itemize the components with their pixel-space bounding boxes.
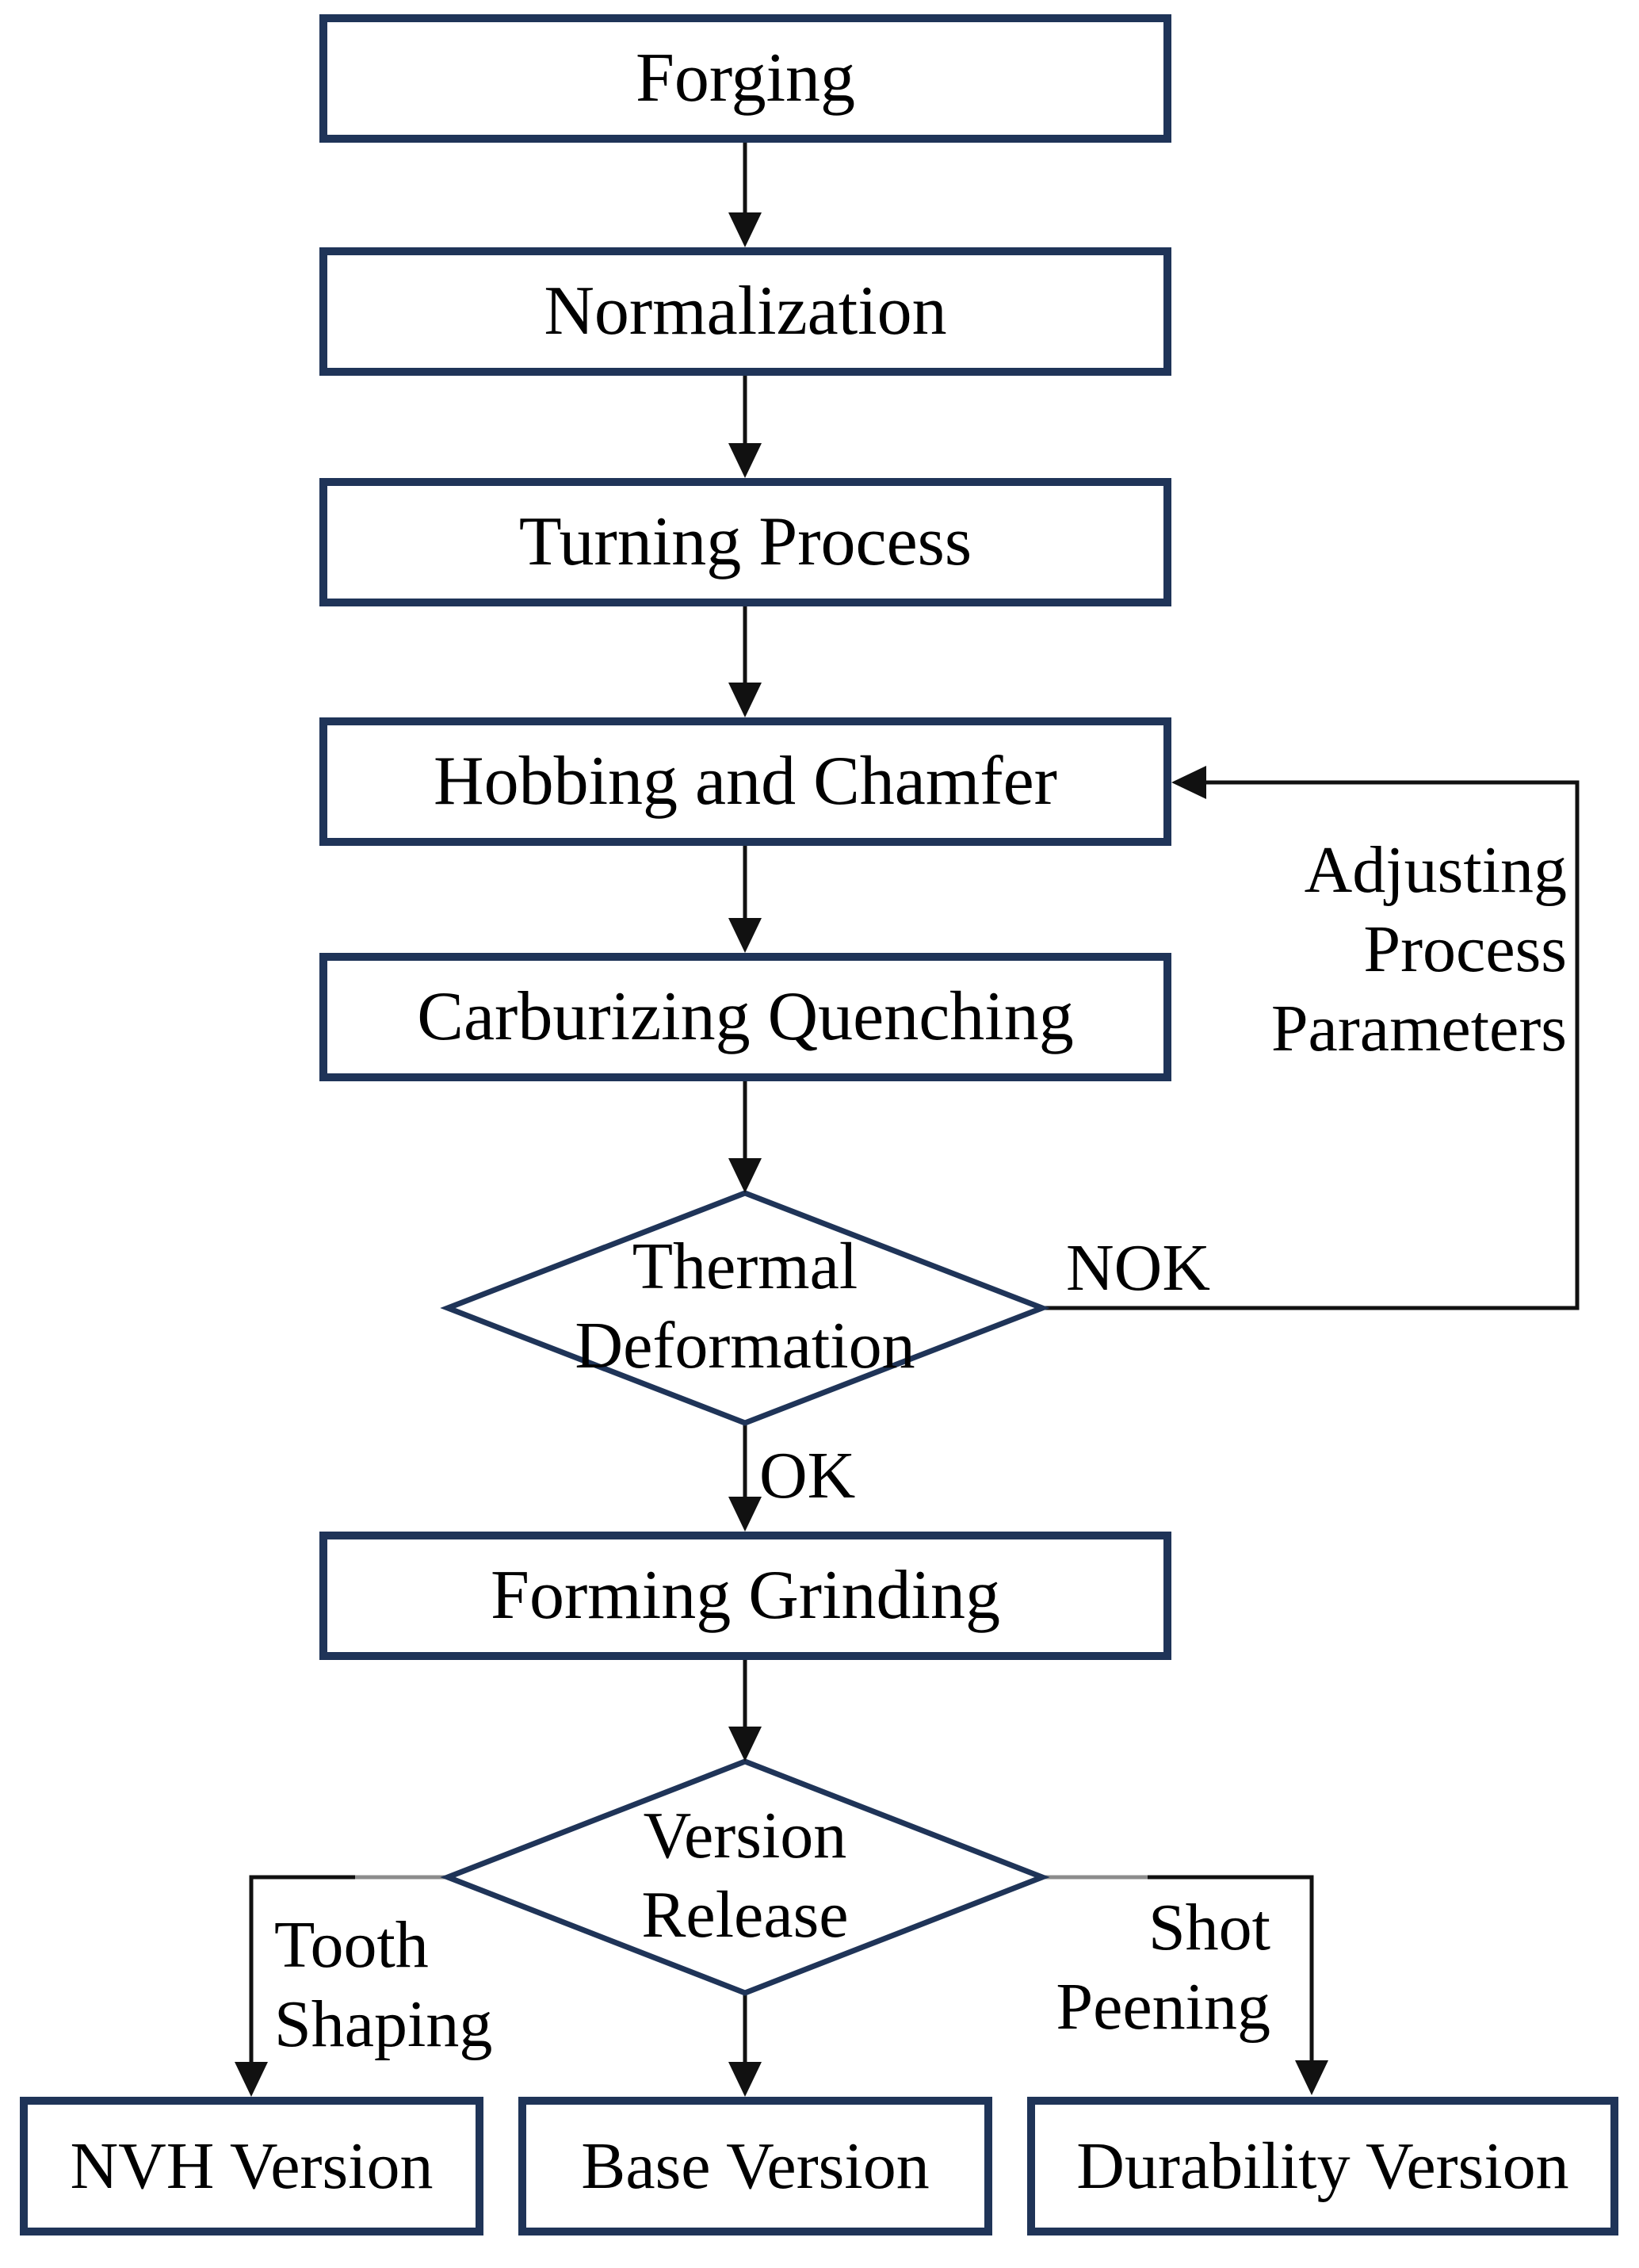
process-box-normalization: Normalization	[319, 247, 1171, 376]
adjusting-parameters-label: Adjusting Process Parameters	[1171, 831, 1567, 1069]
arrowhead-forming	[728, 1497, 762, 1532]
arrowhead-normalization	[728, 212, 762, 247]
tooth-line2: Shaping	[274, 1987, 493, 2061]
process-box-turning: Turning Process	[319, 478, 1171, 606]
adjusting-line1: Adjusting	[1304, 833, 1567, 907]
shot-line2: Peening	[1056, 1969, 1270, 2044]
arrowhead-base	[728, 2062, 762, 2097]
adjusting-line2: Process	[1363, 912, 1567, 986]
ok-label: OK	[759, 1439, 856, 1513]
tooth-shaping-label: Tooth Shaping	[274, 1906, 492, 2064]
process-box-label: Hobbing and Chamfer	[434, 743, 1057, 820]
arrowhead-turning	[728, 443, 762, 478]
arrowhead-carburizing	[728, 918, 762, 953]
process-box-label: Forming Grinding	[491, 1557, 1000, 1634]
adjusting-line3: Parameters	[1270, 991, 1567, 1065]
arrowhead-nvh	[235, 2062, 268, 2097]
feedback-line-nok	[1042, 780, 1580, 1310]
shot-peening-label: Shot Peening	[953, 1888, 1270, 2047]
arrowhead-durability	[1295, 2060, 1328, 2095]
version-release-label: Version Release	[448, 1796, 1042, 1955]
arrowhead-feedback-hobbing	[1171, 766, 1206, 799]
version-line2: Release	[641, 1877, 849, 1952]
output-box-nvh-version: NVH Version	[20, 2097, 483, 2235]
arrowhead-thermal	[728, 1158, 762, 1193]
process-box-label: Forging	[635, 40, 856, 117]
output-box-base-version: Base Version	[518, 2097, 992, 2235]
process-box-label: Carburizing Quenching	[417, 978, 1074, 1055]
shot-line1: Shot	[1148, 1891, 1270, 1964]
thermal-deformation-label: Thermal Deformation	[448, 1227, 1042, 1386]
process-box-carburizing: Carburizing Quenching	[319, 953, 1171, 1081]
output-box-label: NVH Version	[70, 2128, 434, 2203]
process-box-hobbing: Hobbing and Chamfer	[319, 717, 1171, 846]
tooth-line1: Tooth	[274, 1908, 429, 1982]
thermal-line2: Deformation	[575, 1308, 915, 1383]
arrowhead-hobbing	[728, 683, 762, 717]
process-box-forging: Forging	[319, 14, 1171, 143]
nok-label: NOK	[1066, 1231, 1210, 1305]
output-box-label: Base Version	[581, 2128, 930, 2203]
thermal-deformation-diamond	[440, 1190, 1050, 1426]
output-box-label: Durability Version	[1076, 2128, 1569, 2203]
version-release-diamond	[440, 1758, 1050, 1996]
arrowhead-version	[728, 1727, 762, 1761]
process-box-label: Normalization	[544, 273, 947, 350]
thermal-line1: Thermal	[632, 1230, 858, 1303]
process-box-forming-grinding: Forming Grinding	[319, 1532, 1171, 1660]
process-box-label: Turning Process	[518, 503, 972, 580]
version-line1: Version	[643, 1799, 847, 1872]
output-box-durability-version: Durability Version	[1027, 2097, 1618, 2235]
